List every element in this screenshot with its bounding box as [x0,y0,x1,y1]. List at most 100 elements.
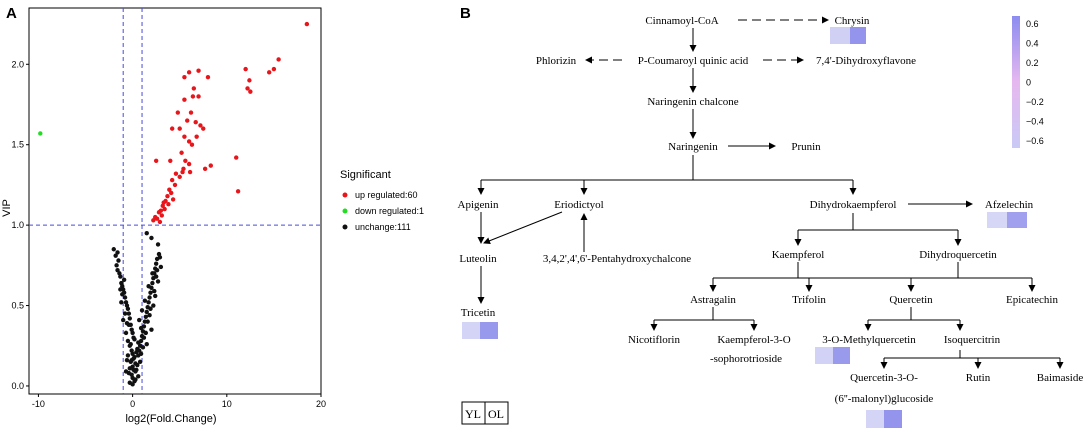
node-quercetin: Quercetin [889,294,933,306]
node-kaempferol-sophorotrioside-line2: -sophorotrioside [710,353,782,365]
heat-afzelechin-ol [1007,212,1027,228]
data-point [122,311,128,316]
data-point [201,126,206,131]
colorbar-tick-label: 0.6 [1026,19,1039,29]
data-point [156,210,162,215]
heat-chrysin-yl [830,27,850,44]
data-point [121,277,127,283]
data-point [125,338,131,344]
node-nicotiflorin: Nicotiflorin [628,334,680,346]
data-point [111,247,116,252]
data-point [130,330,135,336]
data-point [153,261,159,266]
node-dihydroquercetin: Dihydroquercetin [919,249,997,261]
sample-key: YL OL [461,401,509,425]
data-point [168,158,173,163]
data-point [125,306,131,311]
heat-tricetin-ol [480,322,498,339]
y-tick-label: 1.0 [11,220,24,230]
data-point [154,267,160,273]
data-point [153,274,159,279]
heat-quercetin-glucoside-yl [866,410,884,428]
data-point [189,142,195,147]
data-point [125,353,131,358]
data-point [141,335,147,340]
data-point [304,21,310,27]
data-point [247,78,252,83]
data-point [129,358,134,363]
panel-b-letter: B [460,5,471,22]
data-point [157,219,163,225]
panel-a-letter: A [6,5,17,22]
data-point [186,161,192,167]
data-point [139,308,145,313]
data-point [177,174,182,180]
edge-quercetin-branch [868,307,960,321]
data-point [266,70,272,75]
heat-tricetin-yl [462,322,480,339]
key-label-ol: OL [488,407,504,421]
data-point [187,169,193,175]
node-pentahydroxychalcone: 3,4,2',4',6'-Pentahydroxychalcone [543,253,691,265]
data-point [127,366,132,371]
data-point [196,94,201,99]
edge-dihydroquercetin-branch [911,262,1032,279]
data-point [119,300,124,305]
data-point [198,123,203,128]
data-point [151,303,156,308]
data-point [148,306,153,311]
data-point [132,337,137,342]
data-point [148,290,153,295]
node-prunin: Prunin [791,141,821,153]
data-point [175,110,181,115]
data-point [150,280,155,286]
data-point [173,171,179,176]
node-naringenin-chalcone: Naringenin chalcone [647,96,738,108]
colorbar-ticks: 0.60.40.20−0.2−0.4−0.6 [1020,19,1044,146]
data-point [123,369,129,374]
data-point [190,94,196,99]
colorbar-tick-label: −0.4 [1026,117,1044,127]
scatter-points [38,21,310,387]
data-point [182,97,187,102]
data-point [115,267,120,273]
data-point [276,57,281,62]
node-dihydroxyflavone: 7,4'-Dihydroxyflavone [816,55,916,67]
data-point [152,288,157,294]
data-point [144,309,149,315]
node-afzelechin: Afzelechin [985,199,1034,211]
heat-quercetin-glucoside-ol [884,410,902,428]
data-point [157,255,163,260]
x-tick-label: 10 [222,399,232,409]
key-box-ol [484,401,509,425]
data-point [116,258,121,263]
data-point [193,119,198,125]
node-baimaside: Baimaside [1037,372,1084,384]
data-point [245,86,250,91]
legend-title: Significant [340,169,391,181]
y-tick-label: 2.0 [11,59,24,69]
legend-label-down: down regulated:1 [355,206,424,216]
node-phlorizin: Phlorizin [536,55,577,67]
data-point [136,340,141,345]
node-astragalin: Astragalin [690,294,736,306]
pathway-edges [477,16,1064,369]
data-point [182,74,187,80]
heat-methylquercetin-yl [815,347,833,364]
node-tricetin: Tricetin [461,307,496,319]
data-point [153,158,159,163]
data-point [186,70,192,75]
node-dihydrokaempferol: Dihydrokaempferol [810,199,897,211]
heat-methylquercetin-ol [833,347,850,364]
node-trifolin: Trifolin [792,294,826,306]
guide-lines [29,8,321,394]
data-point [234,155,239,160]
colorbar-tick-label: 0 [1026,78,1031,88]
data-point [149,327,154,332]
legend-label-up: up regulated:60 [355,190,418,200]
edge-kaempferol-branch [713,262,911,279]
y-axis-ticks: 0.00.51.01.52.0 [11,59,29,391]
edge-naringenin-branch [480,155,854,194]
x-tick-label: -10 [32,399,45,409]
